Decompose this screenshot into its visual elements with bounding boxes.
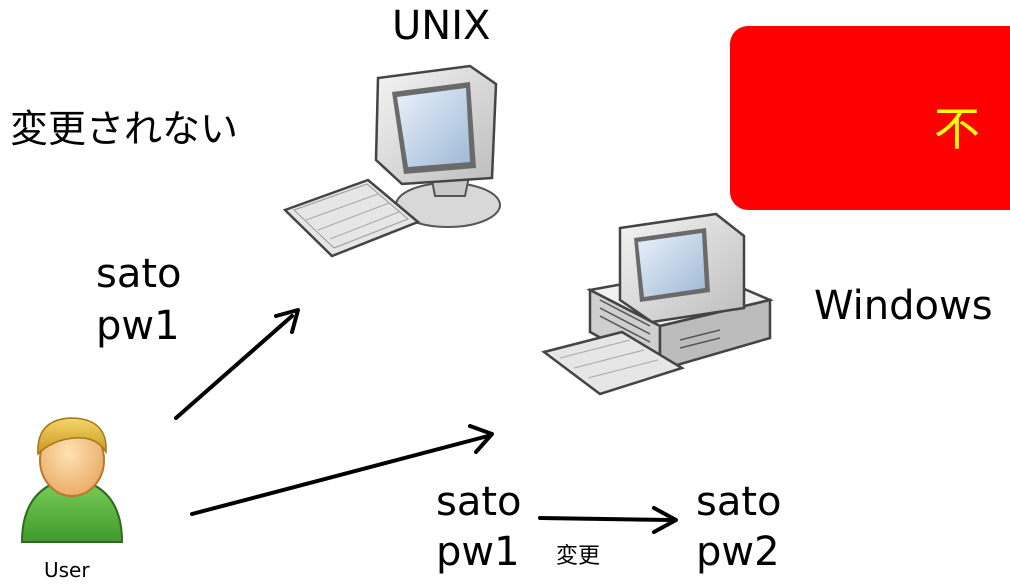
change-label: 変更 — [556, 544, 601, 569]
arrow-user-to-unix — [174, 314, 294, 420]
arrow-user-to-windows — [190, 434, 490, 516]
unchanged-label: 変更されない — [10, 107, 239, 151]
callout-box: 不 — [730, 26, 1010, 210]
windows-password-before: pw1 — [436, 529, 520, 575]
unix-label: UNIX — [392, 3, 491, 49]
callout-text: 不 — [934, 102, 980, 156]
windows-password-after: pw2 — [696, 529, 780, 575]
unix-password: pw1 — [96, 303, 180, 349]
user-label: User — [44, 558, 90, 582]
windows-username-before: sato — [436, 479, 522, 525]
arrow-change — [538, 516, 674, 522]
user-avatar-icon — [20, 417, 124, 543]
windows-label: Windows — [814, 283, 993, 329]
unix-username: sato — [96, 251, 182, 297]
windows-computer-icon — [541, 212, 774, 396]
unix-computer-icon — [282, 64, 501, 258]
windows-username-after: sato — [696, 479, 782, 525]
